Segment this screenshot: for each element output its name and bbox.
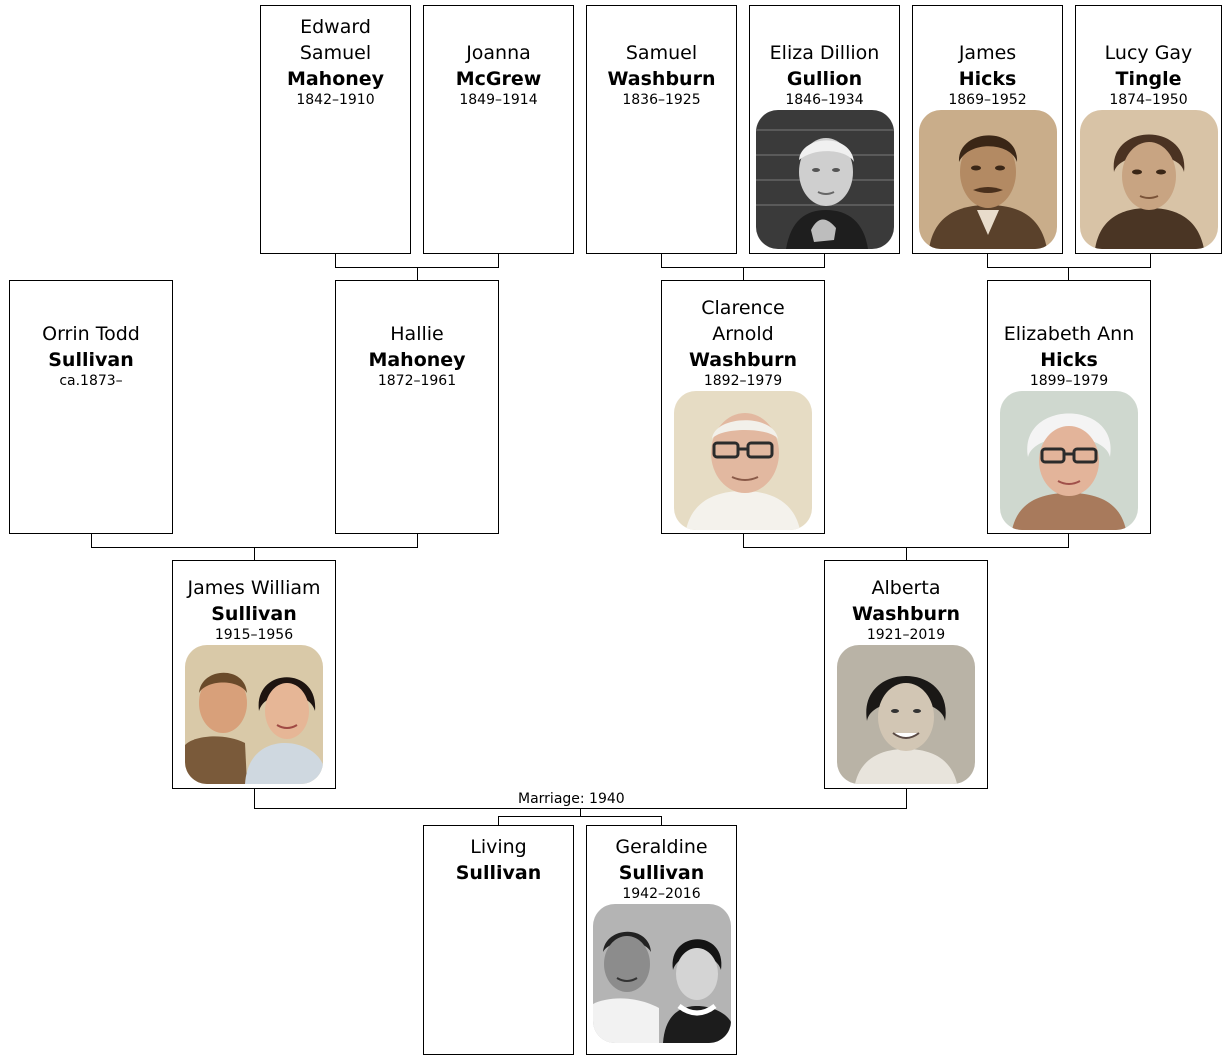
couple-photo[interactable] <box>592 904 731 1043</box>
surname: Washburn <box>689 349 797 371</box>
person-card-hallie[interactable]: Hallie Mahoney 1872–1961 <box>335 280 499 534</box>
surname: Mahoney <box>368 349 466 371</box>
couple-photo[interactable] <box>185 645 323 784</box>
person-card-lucy[interactable]: Lucy Gay Tingle 1874–1950 <box>1075 5 1222 254</box>
person-card-samuel[interactable]: Samuel Washburn 1836–1925 <box>586 5 737 254</box>
person-card-eliza[interactable]: Eliza Dillion Gullion 1846–1934 <box>749 5 900 254</box>
life-years: 1849–1914 <box>459 92 538 108</box>
life-years: 1942–2016 <box>622 886 701 902</box>
life-years: 1872–1961 <box>377 373 457 389</box>
life-years: 1836–1925 <box>622 92 701 108</box>
person-card-james-william[interactable]: James William Sullivan 1915–1956 <box>172 560 336 789</box>
given-names: Eliza Dillion <box>769 42 880 64</box>
given-names: Samuel <box>625 42 698 64</box>
life-years: 1842–1910 <box>296 92 375 108</box>
given-names: Lucy Gay <box>1104 42 1193 64</box>
person-card-living[interactable]: Living Sullivan <box>423 825 574 1055</box>
given-names: Orrin Todd <box>42 323 140 345</box>
life-years: 1892–1979 <box>703 373 783 389</box>
given-names: James <box>958 42 1017 64</box>
given-names: Hallie <box>390 323 444 345</box>
surname: Mahoney <box>286 68 385 90</box>
surname: Gullion <box>786 68 863 90</box>
given-names: Elizabeth Ann <box>1003 323 1135 345</box>
person-card-alberta[interactable]: Alberta Washburn 1921–2019 <box>824 560 988 789</box>
surname: Sullivan <box>455 862 542 884</box>
surname: Washburn <box>607 68 716 90</box>
life-years: 1915–1956 <box>214 627 294 643</box>
life-years: 1869–1952 <box>948 92 1027 108</box>
life-years: 1921–2019 <box>866 627 946 643</box>
given-names: Living <box>470 836 527 858</box>
life-years: ca.1873– <box>59 373 123 389</box>
surname: Sullivan <box>48 349 134 371</box>
person-card-joanna[interactable]: Joanna McGrew 1849–1914 <box>423 5 574 254</box>
person-card-elizabeth[interactable]: Elizabeth Ann Hicks 1899–1979 <box>987 280 1151 534</box>
person-card-orrin[interactable]: Orrin Todd Sullivan ca.1873– <box>9 280 173 534</box>
given-names: James William <box>187 577 321 599</box>
portrait-photo[interactable] <box>918 110 1057 249</box>
life-years: 1846–1934 <box>785 92 864 108</box>
portrait-photo[interactable] <box>1079 110 1218 249</box>
given-names: Geraldine <box>615 836 708 858</box>
portrait-photo[interactable] <box>837 645 975 784</box>
surname: Hicks <box>958 68 1017 90</box>
person-card-geraldine[interactable]: Geraldine Sullivan 1942–2016 <box>586 825 737 1055</box>
surname: McGrew <box>455 68 542 90</box>
surname: Sullivan <box>211 603 297 625</box>
given-names: Alberta <box>871 577 941 599</box>
surname: Tingle <box>1115 68 1182 90</box>
life-years: 1874–1950 <box>1109 92 1188 108</box>
portrait-photo[interactable] <box>755 110 894 249</box>
marriage-label: Marriage: 1940 <box>514 791 629 807</box>
surname: Hicks <box>1040 349 1098 371</box>
portrait-photo[interactable] <box>674 391 812 530</box>
given-names: Joanna <box>466 42 531 64</box>
surname: Sullivan <box>618 862 705 884</box>
person-card-james-hicks[interactable]: James Hicks 1869–1952 <box>912 5 1063 254</box>
surname: Washburn <box>852 603 960 625</box>
portrait-photo[interactable] <box>1000 391 1138 530</box>
life-years: 1899–1979 <box>1029 373 1109 389</box>
